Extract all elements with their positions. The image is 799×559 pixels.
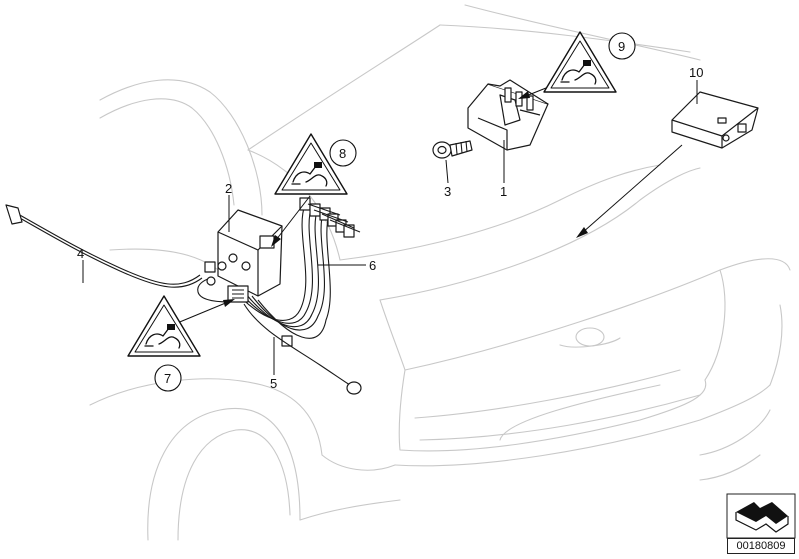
part-1-relay-holder [467, 79, 549, 151]
callout-8: 8 [339, 146, 346, 161]
part-10-control-unit [671, 91, 759, 149]
callout-3: 3 [444, 184, 451, 199]
callout-6: 6 [369, 258, 376, 273]
callout-1: 1 [500, 184, 507, 199]
ref-circle-9 [608, 32, 636, 60]
part-5-connector-cable [197, 277, 362, 395]
callout-9: 9 [618, 39, 625, 54]
part-3-screw [432, 140, 473, 159]
callout-4: 4 [77, 246, 84, 261]
antenna-plug-warning-icon [291, 162, 328, 187]
callout-7: 7 [164, 371, 171, 386]
view-orientation-arrow-icon [726, 493, 796, 539]
callout-5: 5 [270, 376, 277, 391]
diagram-code: 00180809 [727, 538, 795, 554]
antenna-plug-warning-icon [144, 324, 181, 349]
car-outline [89, 4, 791, 541]
callout-10: 10 [689, 65, 703, 80]
ref-circle-8 [329, 139, 357, 167]
part-6-wiring-harness [233, 197, 361, 347]
part-4-antenna-lead [5, 204, 227, 288]
ref-circle-7 [154, 364, 182, 392]
part-2-amplifier-module [217, 209, 283, 297]
antenna-plug-warning-icon [560, 60, 597, 85]
callout-2: 2 [225, 181, 232, 196]
warning-triangle-7 [127, 295, 201, 357]
warning-triangle-8 [274, 133, 348, 195]
warning-triangle-9 [543, 31, 617, 93]
